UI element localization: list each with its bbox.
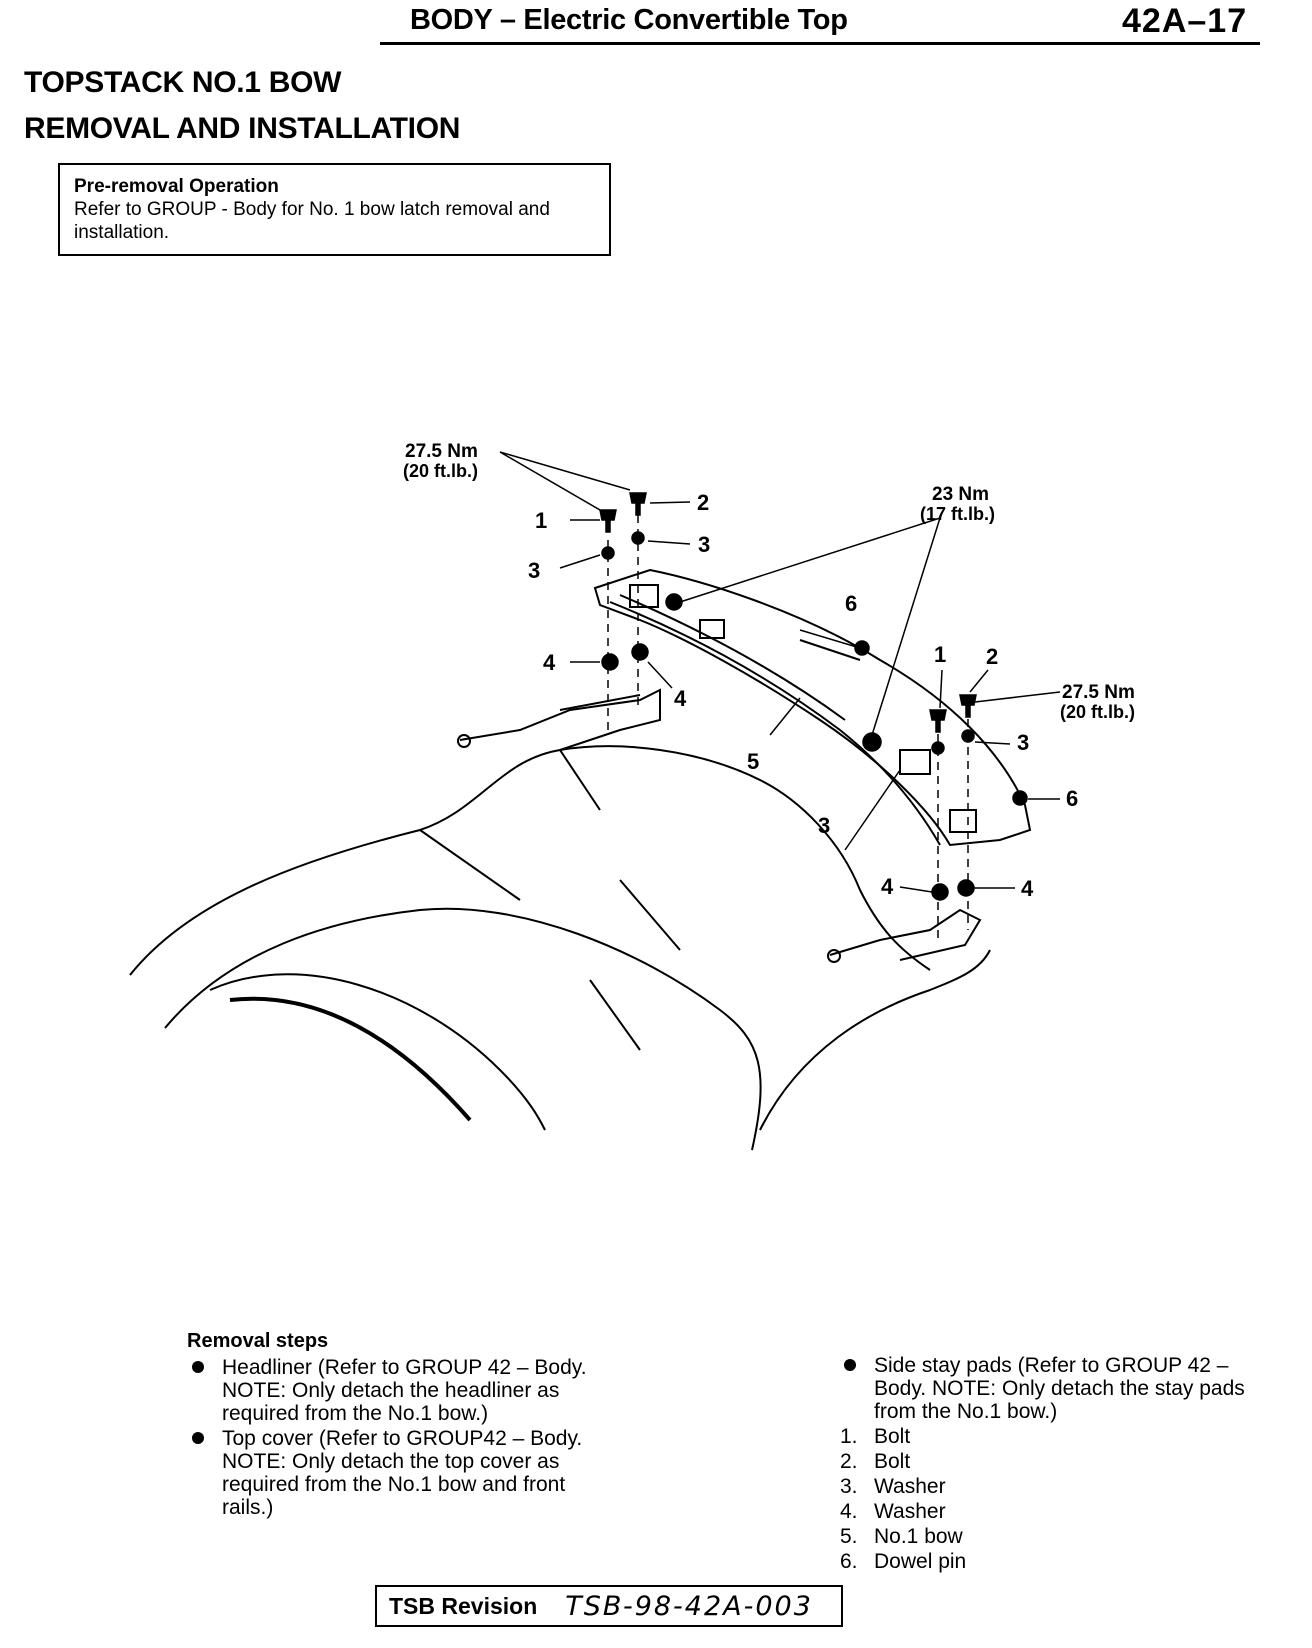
washer-3-left-b: [631, 531, 645, 545]
callout-4-left-b: 4: [674, 686, 687, 711]
torque-left-nm: 27.5 Nm: [405, 441, 478, 462]
list-item: 6.Dowel pin: [840, 1550, 967, 1573]
washer-4-left-b: [631, 643, 649, 661]
bullet-icon: [844, 1359, 856, 1371]
body-right-curve: [759, 949, 991, 1131]
bullet-icon: [192, 1432, 204, 1444]
no1-bow: [593, 568, 1032, 847]
section-header-title: BODY – Electric Convertible Top: [410, 4, 848, 36]
callout-4-left-a: 4: [543, 650, 556, 675]
list-item: 2.Bolt: [840, 1450, 911, 1473]
washer-4-right-a: [931, 883, 949, 901]
dowel-pin-6-right: [1012, 790, 1028, 806]
bolt-2-right: [959, 694, 977, 718]
pre-removal-box: Pre-removal Operation Refer to GROUP - B…: [58, 163, 611, 256]
list-item: 1.Bolt: [840, 1425, 911, 1448]
removal-steps-left: Headliner (Refer to GROUP 42 – Body. NOT…: [188, 1356, 618, 1521]
pre-removal-text: Refer to GROUP - Body for No. 1 bow latc…: [74, 199, 550, 243]
body-crease1: [419, 829, 521, 901]
callout-6-upper: 6: [845, 591, 857, 616]
body-crease4: [589, 979, 641, 1051]
callout-6-right: 6: [1066, 786, 1078, 811]
list-item: Headliner (Refer to GROUP 42 – Body. NOT…: [188, 1356, 618, 1425]
washer-3-right-a: [931, 741, 945, 755]
callout-4-right-b: 4: [1021, 876, 1034, 901]
callout-3-right: 3: [1017, 730, 1029, 755]
tsb-revision-label: TSB Revision: [389, 1592, 538, 1619]
torque-left-ftlb: (20 ft.lb.): [403, 461, 478, 481]
callout-3-left-lower: 3: [528, 558, 540, 583]
bullet-icon: [192, 1361, 204, 1373]
list-item: Top cover (Refer to GROUP42 – Body. NOTE…: [188, 1427, 618, 1519]
callout-3-lower: 3: [818, 813, 830, 838]
pre-removal-heading: Pre-removal Operation: [74, 176, 279, 197]
callout-1-right: 1: [934, 642, 946, 667]
left-front-rail: [459, 688, 661, 751]
callout-1-left: 1: [535, 508, 547, 533]
body-crease3: [619, 879, 681, 951]
torque-center-ftlb: (17 ft.lb.): [920, 504, 995, 524]
callout-4-right-a: 4: [881, 874, 894, 899]
right-front-rail: [829, 908, 982, 961]
dowel-pin-6-upper: [854, 640, 870, 656]
tsb-revision-box: TSB Revision TSB-98-42A-003: [375, 1585, 843, 1627]
page-title-line1: TOPSTACK NO.1 BOW: [24, 66, 342, 99]
list-item: 4.Washer: [840, 1500, 946, 1523]
torque-right-nm: 27.5 Nm: [1062, 682, 1135, 703]
callout-2-left: 2: [697, 490, 709, 515]
torque-center-nm: 23 Nm: [932, 484, 989, 505]
washer-4-left-a: [601, 653, 619, 671]
body-outline: [129, 745, 931, 976]
removal-steps-heading: Removal steps: [187, 1330, 329, 1352]
body-inner-rail: [229, 996, 472, 1122]
bolt-2-left: [629, 492, 647, 516]
body-lower-curve: [164, 907, 762, 1151]
washer-3-right-b: [961, 729, 975, 743]
body-crease2: [559, 749, 601, 811]
tsb-revision-code: TSB-98-42A-003: [565, 1590, 813, 1622]
list-item: 5.No.1 bow: [840, 1525, 963, 1548]
dowel-pin-bow-b: [862, 732, 882, 752]
washer-4-right-b: [957, 879, 975, 897]
exploded-diagram: 27.5 Nm (20 ft.lb.) 23 Nm (17 ft.lb.) 27…: [129, 441, 1135, 1151]
body-front-arch: [209, 973, 546, 1131]
removal-steps-right: Side stay pads (Refer to GROUP 42 – Body…: [840, 1354, 1260, 1575]
list-item: 3.Washer: [840, 1475, 946, 1498]
callout-3-left-upper: 3: [698, 532, 710, 557]
page-title-line2: REMOVAL AND INSTALLATION: [24, 112, 461, 145]
header-rule: [380, 42, 1260, 45]
torque-right-ftlb: (20 ft.lb.): [1060, 702, 1135, 722]
washer-3-left-a: [601, 546, 615, 560]
page-number: 42A–17: [1122, 2, 1248, 40]
callout-2-right: 2: [986, 644, 998, 669]
dowel-pin-bow-a: [665, 593, 683, 611]
callout-5: 5: [747, 749, 759, 774]
list-item: Side stay pads (Refer to GROUP 42 – Body…: [840, 1354, 1260, 1423]
bolt-1-right: [929, 709, 947, 733]
bolt-1-left: [599, 509, 617, 533]
